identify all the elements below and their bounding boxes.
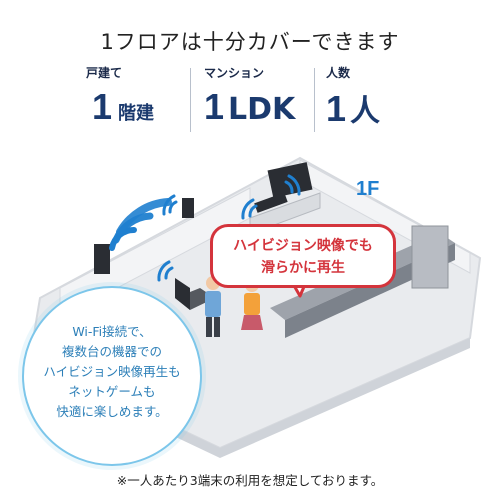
stat-house-number: 1 — [92, 86, 113, 127]
stat-apartment-unit: LDK — [228, 92, 296, 127]
callout-line: ネットゲームも — [68, 384, 156, 399]
stat-people-unit: 人 — [350, 94, 381, 129]
speech-bubble: ハイビジョン映像でも 滑らかに再生 — [210, 224, 396, 288]
wifi-signal-laptop — [157, 260, 174, 282]
speaker-device — [182, 198, 194, 218]
feature-callout-text: Wi-Fi接続で、 複数台の機器での ハイビジョン映像再生も ネットゲームも 快… — [24, 322, 200, 422]
stat-apartment-number: 1 — [204, 86, 225, 127]
headline: 1フロアは十分カバーできます — [100, 30, 400, 54]
bubble-line-2: 滑らかに再生 — [261, 260, 345, 276]
callout-line: 複数台の機器での — [61, 344, 162, 359]
callout-line: ハイビジョン映像再生も — [43, 364, 181, 379]
stat-divider-2 — [314, 68, 315, 132]
wifi-signal-console — [284, 174, 301, 196]
bubble-line-1: ハイビジョン映像でも — [233, 238, 373, 254]
stat-house-label: 戸建て — [86, 66, 123, 80]
wifi-signal-speaker — [162, 194, 178, 216]
wifi-signal-tv — [241, 198, 258, 220]
game-console — [254, 192, 288, 213]
stat-apartment-label: マンション — [204, 66, 265, 80]
stat-divider-1 — [190, 68, 191, 132]
wifi-signal-large — [109, 198, 172, 251]
wifi-router — [94, 244, 110, 274]
stat-house-unit: 階建 — [118, 103, 155, 124]
refrigerator — [411, 225, 449, 289]
tv — [267, 162, 313, 198]
floor-label: 1F — [356, 178, 380, 200]
laptop-screen — [175, 278, 190, 310]
footnote: ※一人あたり3端末の利用を想定しております。 — [116, 473, 384, 488]
feature-callout: Wi-Fi接続で、 複数台の機器での ハイビジョン映像再生も ネットゲームも 快… — [22, 286, 202, 466]
stat-people-label: 人数 — [326, 66, 351, 80]
callout-line: Wi-Fi接続で、 — [72, 324, 152, 339]
person-man — [205, 276, 221, 337]
stat-people-number: 1 — [326, 88, 347, 129]
callout-line: 快適に楽しめます。 — [56, 404, 168, 419]
